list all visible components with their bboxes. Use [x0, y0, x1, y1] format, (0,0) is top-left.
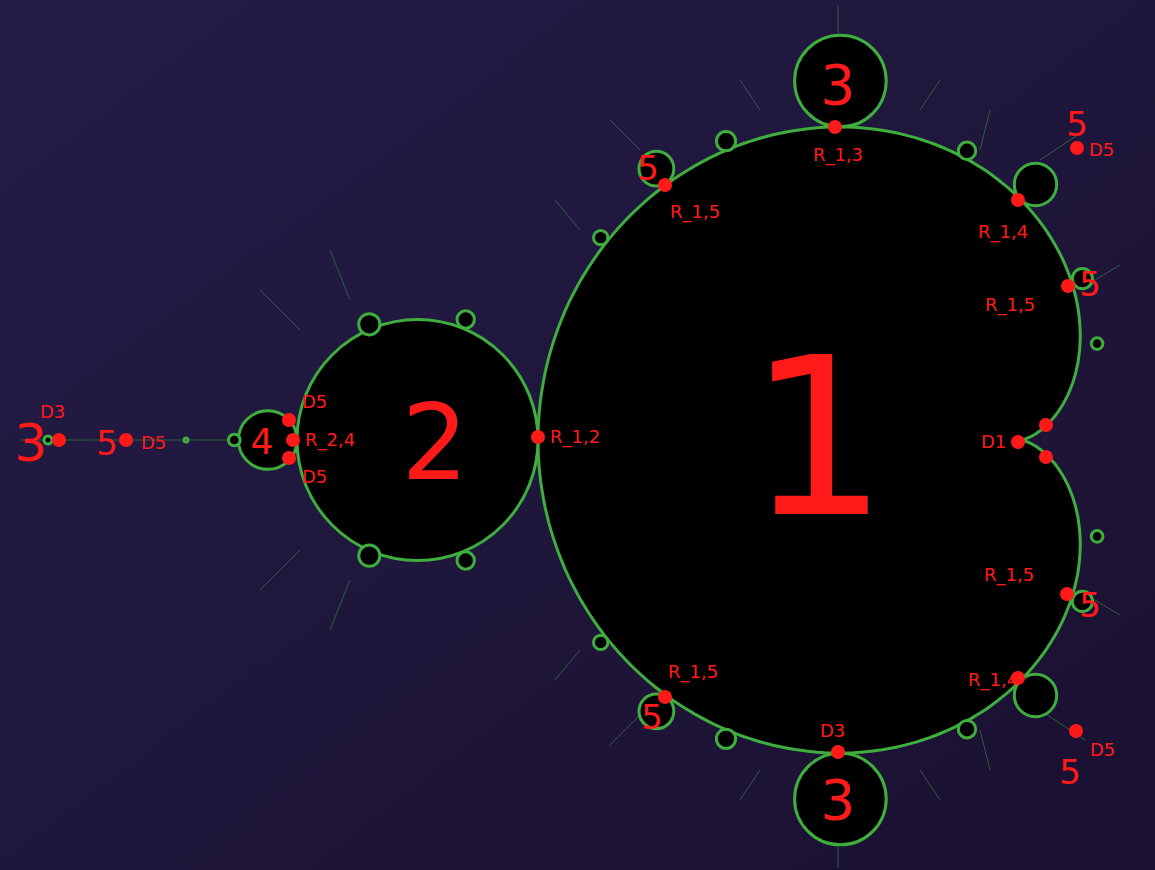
marker-dot	[1011, 435, 1025, 449]
bulb	[795, 753, 887, 845]
point-label: R_1,5	[668, 663, 718, 681]
period-number: 3	[821, 58, 856, 113]
bulb	[716, 729, 735, 748]
period-number: 4	[251, 424, 274, 460]
period-number: 5	[1079, 588, 1101, 622]
bulb	[359, 314, 380, 335]
point-label: D3	[820, 722, 845, 740]
filament	[260, 290, 300, 330]
marker-dot	[1060, 587, 1074, 601]
point-label: R_1,5	[985, 296, 1035, 314]
period-number: 1	[748, 328, 888, 548]
bulb	[958, 142, 975, 159]
marker-dot	[282, 413, 296, 427]
filament	[920, 80, 940, 110]
bulb	[594, 230, 608, 244]
marker-dot	[52, 433, 66, 447]
marker-dot	[282, 451, 296, 465]
period-number: 5	[641, 700, 663, 734]
filament	[555, 650, 580, 680]
period-number: 5	[1066, 107, 1088, 141]
period-number: 2	[402, 391, 469, 496]
point-label: D5	[141, 434, 166, 452]
bulb	[297, 320, 538, 561]
point-label: R_1,5	[670, 203, 720, 221]
point-label: R_1,2	[550, 428, 600, 446]
period-number: 5	[1079, 267, 1101, 301]
filament	[838, 5, 839, 35]
point-label: R_2,4	[305, 431, 355, 449]
bulb	[594, 635, 608, 649]
main-cardioid	[538, 127, 1080, 753]
point-label: D1	[981, 433, 1006, 451]
point-label: D5	[1089, 141, 1114, 159]
bulb	[359, 545, 380, 566]
marker-dot	[1011, 193, 1025, 207]
filament	[330, 250, 350, 300]
marker-dot	[286, 433, 300, 447]
marker-dot	[531, 430, 545, 444]
minibrot	[184, 438, 188, 442]
filament	[980, 110, 990, 150]
period-number: 3	[821, 773, 856, 828]
filament	[740, 80, 760, 110]
filament	[610, 120, 640, 150]
bulb	[1091, 531, 1103, 543]
filament	[920, 770, 940, 800]
bulb	[716, 132, 735, 151]
filament	[838, 845, 839, 868]
bulb	[795, 35, 887, 127]
marker-dot	[1070, 141, 1084, 155]
marker-dot	[1069, 724, 1083, 738]
period-number: 5	[637, 151, 659, 185]
marker-dot	[828, 120, 842, 134]
bulb	[958, 721, 975, 738]
point-label: R_1,5	[984, 566, 1034, 584]
period-number: 5	[96, 426, 118, 460]
filament	[260, 550, 300, 590]
filament	[330, 580, 350, 630]
filament	[610, 715, 640, 745]
period-number: 3	[14, 417, 47, 469]
bulb	[457, 552, 474, 569]
marker-dot	[1061, 279, 1075, 293]
period-number: 5	[1059, 755, 1081, 789]
point-label: R_1,3	[813, 146, 863, 164]
marker-dot	[831, 745, 845, 759]
marker-dot	[1039, 418, 1053, 432]
bulb	[457, 311, 474, 328]
point-label: D3	[40, 403, 65, 421]
point-label: D5	[302, 468, 327, 486]
filament	[555, 200, 580, 230]
bulb	[229, 434, 241, 446]
marker-dot	[1039, 450, 1053, 464]
filament	[980, 730, 990, 770]
marker-dot	[658, 178, 672, 192]
point-label: R_1,4	[968, 671, 1018, 689]
filament	[740, 770, 760, 800]
bulb	[1091, 338, 1103, 350]
point-label: R_1,4	[978, 223, 1028, 241]
point-label: D5	[1090, 741, 1115, 759]
point-label: D5	[302, 393, 327, 411]
marker-dot	[119, 433, 133, 447]
